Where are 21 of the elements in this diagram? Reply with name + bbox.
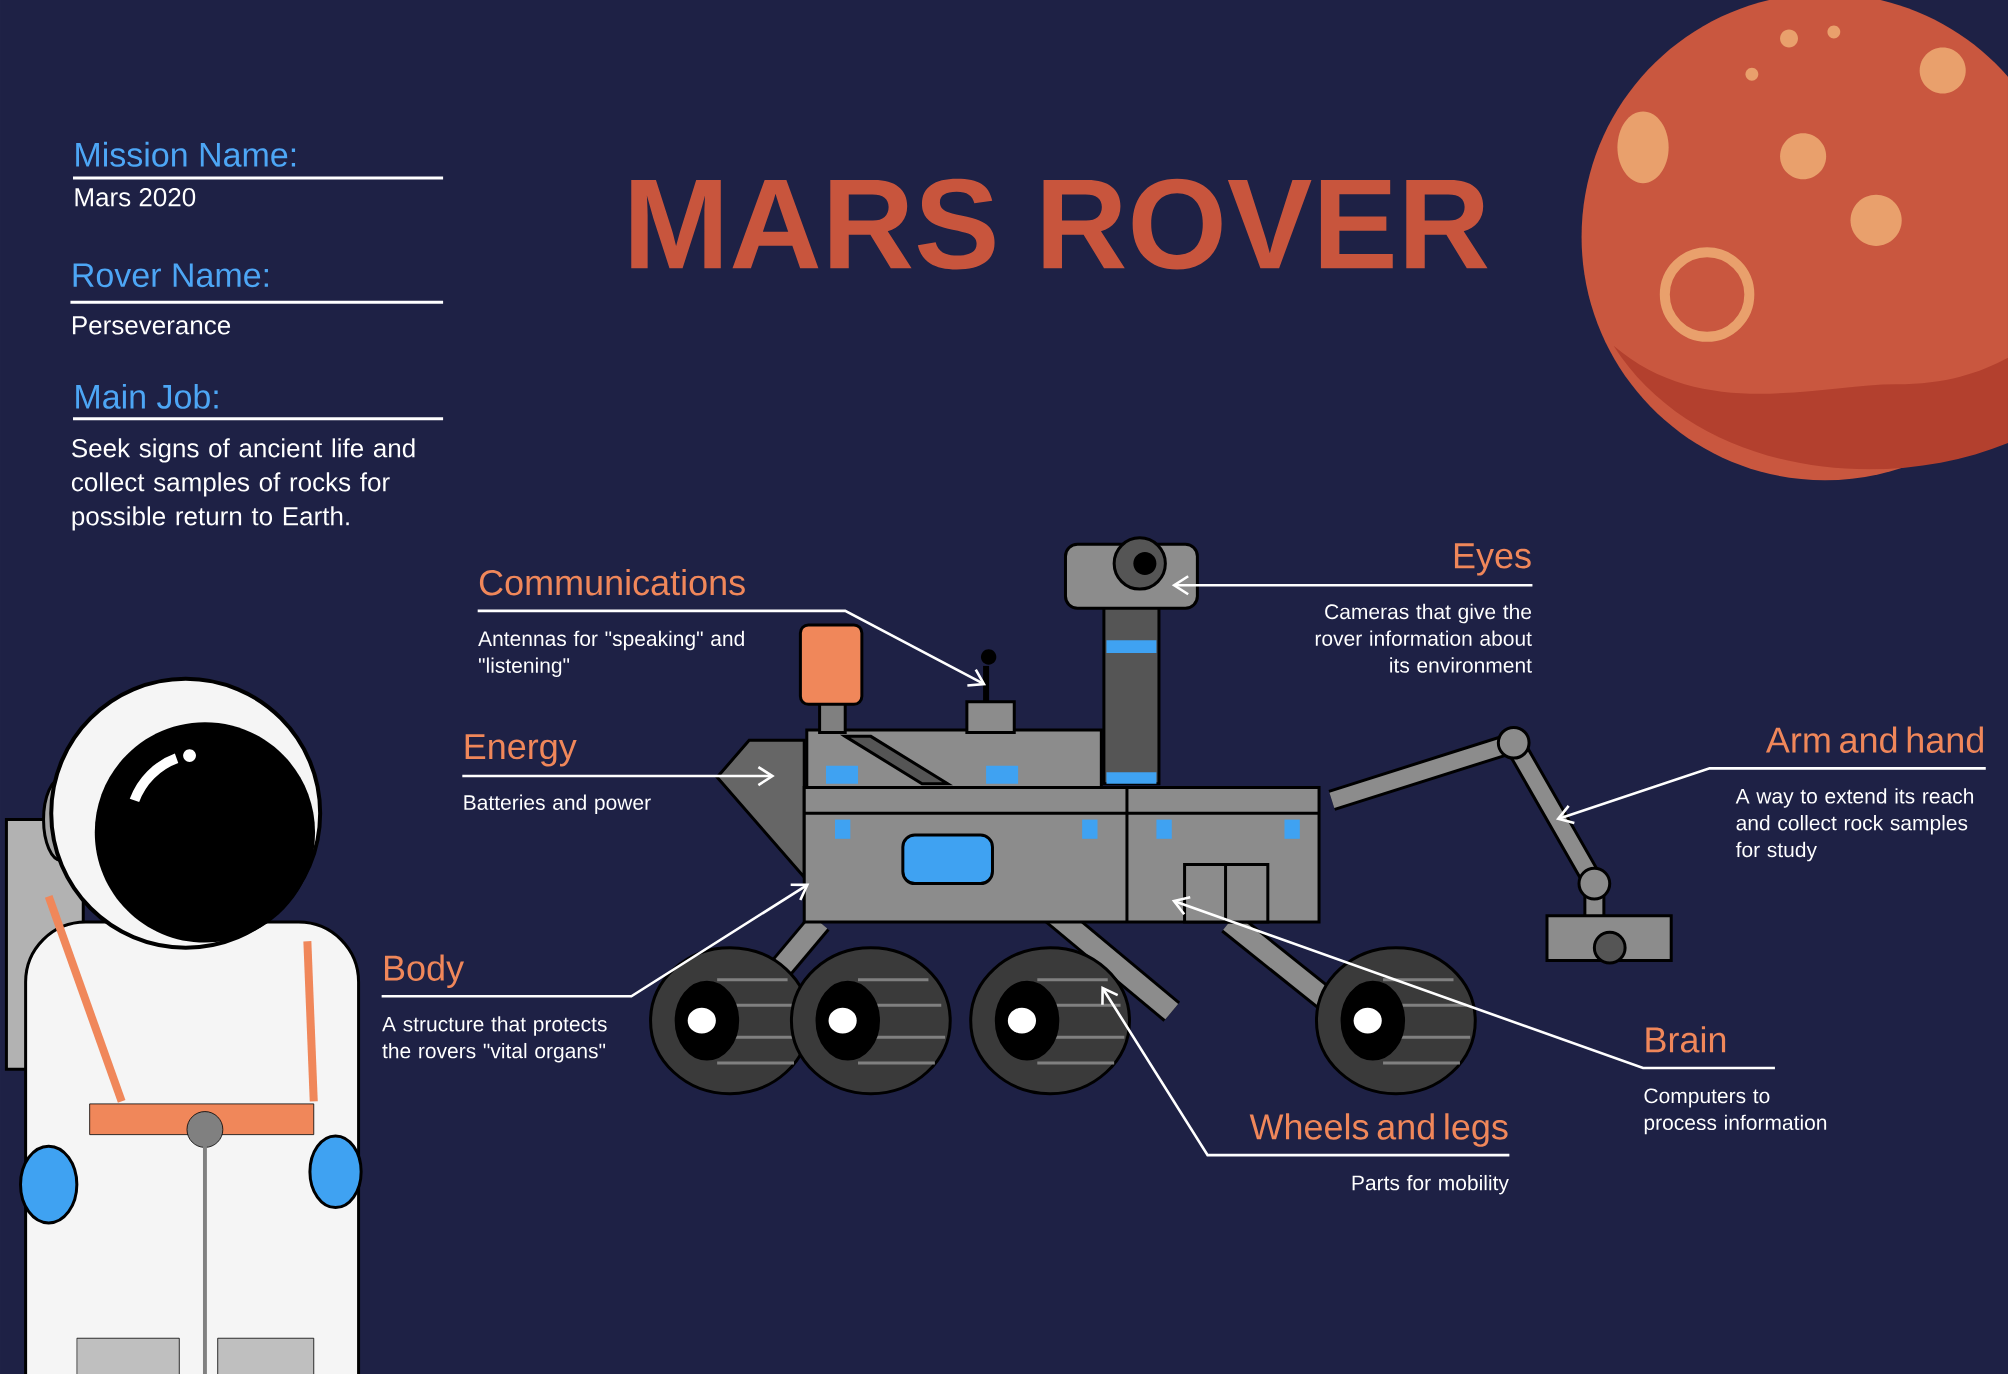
callout-label: Brain Computers to process information	[1644, 1026, 1827, 1135]
title: MARS ROVER	[631, 178, 1488, 270]
field-label: Mission Name:	[76, 141, 296, 167]
field-label: Rover Name:	[73, 263, 268, 288]
field-value: Seek signs of ancient life and collect samples of rocks for possible return to Earth.	[71, 438, 415, 531]
callout-label: Wheels and legs Parts for mobility	[1249, 1113, 1509, 1195]
callout-label: Energy Batteries and power	[464, 734, 651, 815]
field-label: Main Job:	[76, 383, 218, 409]
field-value: Perseverance	[73, 316, 231, 335]
leader-line	[1171, 896, 1775, 1070]
leader-line	[1171, 575, 1533, 596]
leader-line	[477, 609, 987, 687]
leader-line	[1555, 767, 1986, 825]
callout-label: Eyes Cameras that give the rover information about its environment	[1315, 543, 1532, 673]
callout-label: Arm and hand A way to extend its reach and collect rock samples for study	[1735, 726, 1983, 862]
leader-line	[462, 765, 775, 787]
field-value: Mars 2020	[75, 188, 196, 207]
callout-label: Body A structure that protects the rovers "vital organs"	[382, 954, 607, 1063]
leader-line	[1101, 986, 1510, 1157]
callout-label: Communications Antennas for "speaking" and "listening"	[478, 568, 745, 677]
leader-line	[381, 883, 810, 998]
